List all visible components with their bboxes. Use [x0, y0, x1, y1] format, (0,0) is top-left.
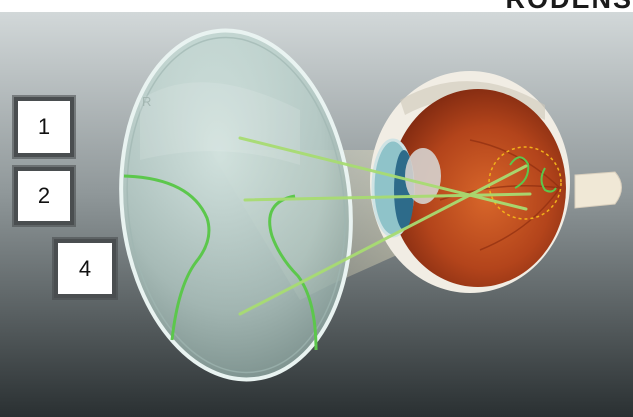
label-4-text: 4	[79, 256, 91, 282]
label-box-1: 1	[18, 101, 70, 153]
brand-logo: RODENS	[505, 0, 633, 13]
label-2-text: 2	[38, 183, 50, 209]
label-box-4: 4	[58, 243, 112, 294]
label-1-text: 1	[38, 114, 50, 140]
lens-engraving: R	[142, 94, 151, 109]
eyeball	[370, 71, 570, 293]
label-box-2: 2	[18, 171, 70, 221]
optic-nerve	[575, 172, 622, 208]
